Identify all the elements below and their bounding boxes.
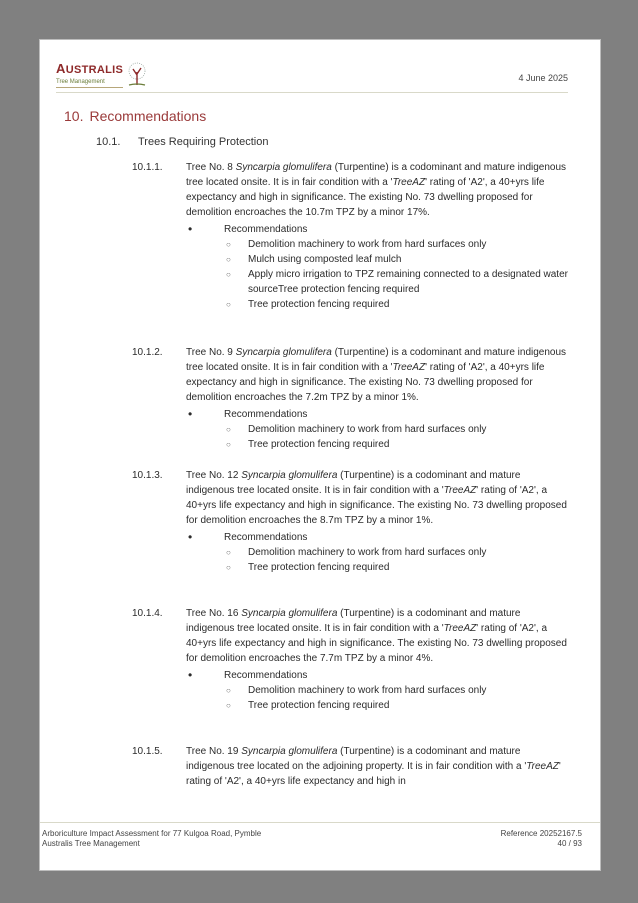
logo-brand: AUSTRALIS [56,61,124,76]
recommendations-list: Recommendations Demolition machinery to … [186,222,568,312]
report-date: 4 June 2025 [518,73,568,83]
recommendation-item: Tree protection fencing required [226,698,568,713]
page-footer: Arboriculture Impact Assessment for 77 K… [40,822,600,848]
recommendation-item: Tree protection fencing required [226,437,568,452]
tree-description: Tree No. 16 Syncarpia glomulifera (Turpe… [186,608,567,664]
tree-item: 10.1.4. Tree No. 16 Syncarpia glomulifer… [132,606,568,713]
tree-description: Tree No. 19 Syncarpia glomulifera (Turpe… [186,746,561,787]
subsection-heading: 10.1.Trees Requiring Protection [96,136,269,148]
recommendations-list: Recommendations Demolition machinery to … [186,530,568,575]
recommendation-item: Demolition machinery to work from hard s… [226,422,568,437]
tree-item: 10.1.2. Tree No. 9 Syncarpia glomulifera… [132,345,568,452]
logo-subtitle: Tree Management [56,78,124,88]
tree-description: Tree No. 12 Syncarpia glomulifera (Turpe… [186,470,567,526]
document-page: AUSTRALIS Tree Management 4 June 2025 10… [40,40,600,870]
recommendation-item: Apply micro irrigation to TPZ remaining … [226,267,568,297]
recommendation-item: Demolition machinery to work from hard s… [226,545,568,560]
recommendation-item: Tree protection fencing required [226,297,568,312]
footer-report-title: Arboriculture Impact Assessment for 77 K… [42,829,262,838]
recommendation-item: Tree protection fencing required [226,560,568,575]
recommendation-item: Demolition machinery to work from hard s… [226,683,568,698]
section-heading: 10.Recommendations [64,108,207,124]
tree-logo-icon [128,62,146,86]
company-logo: AUSTRALIS Tree Management [56,62,148,88]
recommendation-item: Demolition machinery to work from hard s… [226,237,568,252]
footer-company: Australis Tree Management [42,839,140,848]
tree-item: 10.1.3. Tree No. 12 Syncarpia glomulifer… [132,468,568,575]
footer-reference: Reference 20252167.5 [500,829,582,838]
tree-description: Tree No. 9 Syncarpia glomulifera (Turpen… [186,347,567,403]
page-header: AUSTRALIS Tree Management 4 June 2025 [56,58,568,93]
tree-item: 10.1.5. Tree No. 19 Syncarpia glomulifer… [132,744,568,789]
page-number: 40 / 93 [557,839,582,848]
recommendations-list: Recommendations Demolition machinery to … [186,407,568,452]
tree-item: 10.1.1. Tree No. 8 Syncarpia glomulifera… [132,160,568,312]
recommendation-item: Mulch using composted leaf mulch [226,252,568,267]
recommendations-list: Recommendations Demolition machinery to … [186,668,568,713]
tree-description: Tree No. 8 Syncarpia glomulifera (Turpen… [186,162,567,218]
